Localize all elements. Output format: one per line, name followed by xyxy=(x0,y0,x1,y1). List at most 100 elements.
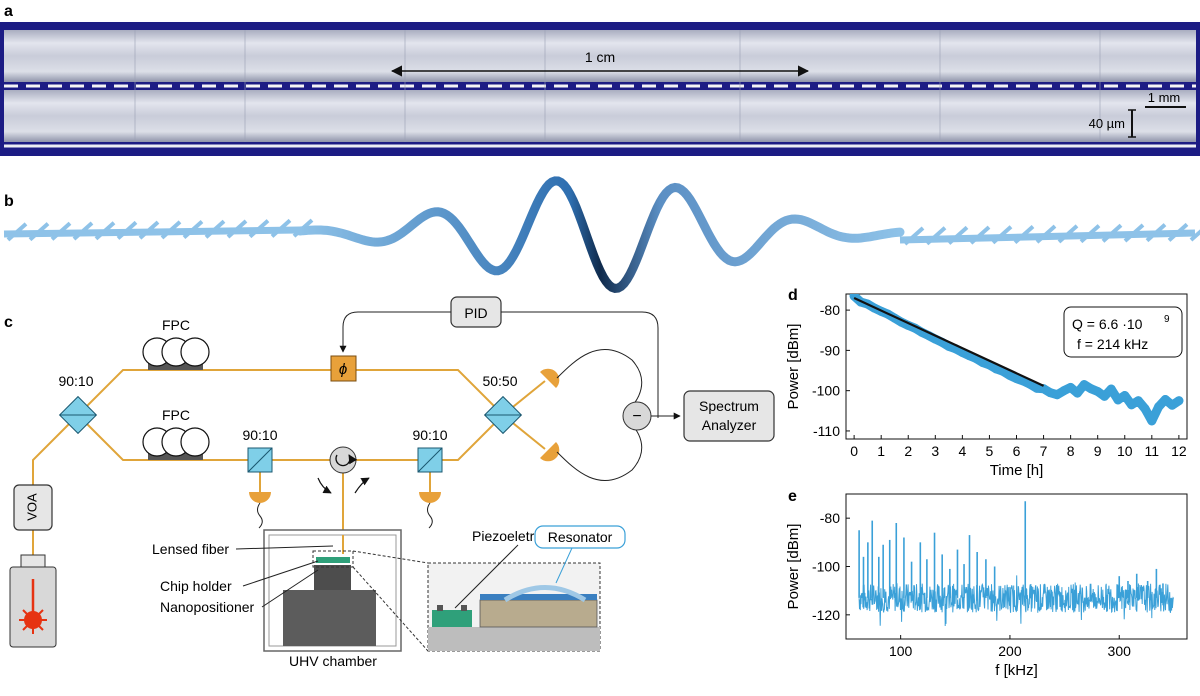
x-tick-label: 8 xyxy=(1067,443,1075,459)
data-point xyxy=(1106,384,1116,394)
x-tick-label: 200 xyxy=(998,643,1022,659)
data-point xyxy=(1174,396,1184,406)
annotation-q: Q = 6.6 ·10 xyxy=(1072,316,1143,332)
fpc-top-label: FPC xyxy=(162,317,190,333)
data-point xyxy=(1005,370,1015,380)
x-tick-label: 100 xyxy=(889,643,913,659)
plot-frame xyxy=(845,493,1188,640)
resonator-label: Resonator xyxy=(548,529,613,545)
voa-box xyxy=(13,484,53,531)
photodetector-bal-top xyxy=(540,368,560,388)
data-point xyxy=(1059,386,1069,396)
y-tick-label: -80 xyxy=(820,302,840,318)
data-point xyxy=(1012,374,1021,384)
x-tick-label: 0 xyxy=(850,443,858,459)
panel-letter-d: d xyxy=(788,287,798,304)
y-tick-label: -110 xyxy=(813,423,840,439)
inset-substrate xyxy=(479,599,598,628)
inset-piezo xyxy=(432,610,472,627)
x-tick-label: 7 xyxy=(1040,443,1048,459)
circulator xyxy=(329,446,357,474)
data-point xyxy=(1045,388,1055,398)
fpc-bottom-label: FPC xyxy=(162,407,190,423)
annotation-box xyxy=(1063,306,1183,358)
subtractor-label: − xyxy=(632,408,641,425)
split-mid-label: 90:10 xyxy=(242,427,277,443)
circulator-arrow-in xyxy=(317,477,332,494)
split-left-label: 90:10 xyxy=(58,373,93,389)
resonator-callout xyxy=(534,525,626,549)
lensed-fiber-label: Lensed fiber xyxy=(152,541,229,557)
laser-icon xyxy=(19,606,47,634)
phase-modulator xyxy=(330,355,357,382)
splitter-mid xyxy=(247,447,273,473)
panel-letter-c: c xyxy=(4,314,13,331)
x-tick-label: 12 xyxy=(1171,443,1187,459)
annotation-exp: 9 xyxy=(1164,314,1170,325)
y-axis-label: Power [dBm] xyxy=(785,524,802,610)
data-point xyxy=(1086,384,1096,394)
chip-holder xyxy=(314,565,351,590)
panel-a: a 1 cm 1 mm 40 µm xyxy=(0,3,1200,156)
y-tick-label: -80 xyxy=(820,510,840,526)
inset-chip-layer xyxy=(480,594,597,600)
beam-right-segment xyxy=(899,229,1196,244)
fpc-top xyxy=(142,337,210,370)
data-point xyxy=(1113,395,1123,405)
data-point xyxy=(991,364,1001,374)
data-point xyxy=(1133,396,1143,406)
photodetector-mid xyxy=(249,492,271,529)
x-tick-label: 10 xyxy=(1117,443,1133,459)
y-tick-label: -120 xyxy=(812,607,840,623)
phase-label: ϕ xyxy=(339,361,347,378)
x-tick-label: 2 xyxy=(904,443,912,459)
pid-feedback xyxy=(501,311,659,418)
y-tick-label: -100 xyxy=(812,383,840,399)
data-point xyxy=(1147,416,1157,426)
x-axis-label: Time [h] xyxy=(990,462,1044,479)
chip-holder-label: Chip holder xyxy=(160,578,232,594)
x-tick-label: 6 xyxy=(1013,443,1021,459)
photodetector-right xyxy=(419,492,441,529)
noise-trace xyxy=(858,575,1175,627)
y-axis-label: Power [dBm] xyxy=(785,324,802,410)
inset-base xyxy=(428,627,600,651)
voa-label: VOA xyxy=(24,493,39,521)
data-point xyxy=(1052,390,1062,400)
tether-mark xyxy=(1189,229,1200,242)
uhv-label: UHV chamber xyxy=(289,653,377,669)
data-point xyxy=(1120,391,1130,400)
nanopositioner xyxy=(283,590,376,646)
scalebar-h-label: 1 mm xyxy=(1148,90,1181,105)
data-point xyxy=(1154,402,1164,412)
data-point xyxy=(1140,404,1150,414)
x-tick-label: 11 xyxy=(1145,443,1160,459)
data-point xyxy=(1093,386,1103,396)
y-tick-label: -100 xyxy=(812,559,840,575)
splitter-5050 xyxy=(483,395,523,435)
optical-fibers xyxy=(32,369,546,555)
fpc-bottom xyxy=(142,427,210,460)
plot-area xyxy=(849,294,1184,426)
laser-head xyxy=(20,554,46,568)
split-right-lower-label: 90:10 xyxy=(412,427,447,443)
tethers-right xyxy=(899,222,1200,246)
panel-letter-b: b xyxy=(4,193,14,210)
data-point xyxy=(1066,382,1076,392)
x-tick-label: 9 xyxy=(1094,443,1102,459)
data-point xyxy=(1025,379,1035,389)
x-tick-label: 4 xyxy=(958,443,966,459)
annotation-f: f = 214 kHz xyxy=(1077,336,1148,352)
x-tick-label: 3 xyxy=(931,443,939,459)
panel-b: b xyxy=(3,176,1200,293)
data-point xyxy=(1079,380,1089,390)
data-point xyxy=(1127,400,1137,410)
x-tick-label: 1 xyxy=(877,443,885,459)
y-tick-label: -90 xyxy=(820,342,840,358)
fit-line xyxy=(853,297,1045,387)
data-point xyxy=(1099,391,1109,401)
photodetector-bal-bottom xyxy=(540,442,560,462)
panel-letter-a: a xyxy=(4,3,13,20)
